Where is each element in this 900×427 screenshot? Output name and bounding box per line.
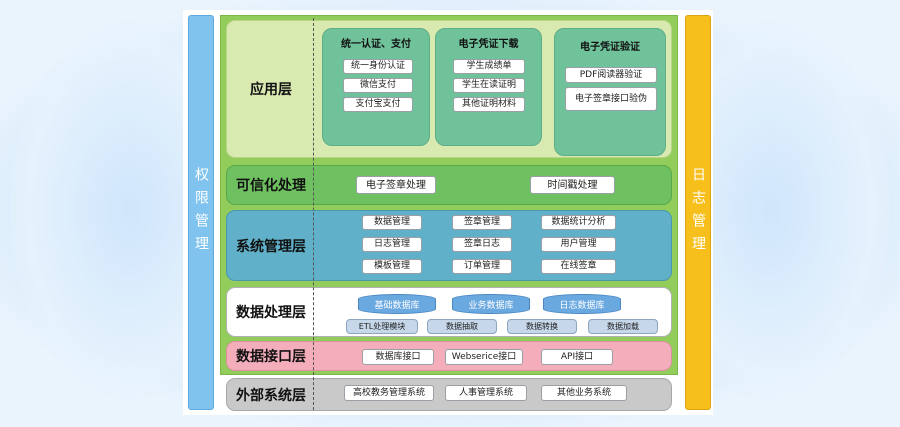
op-data-extraction: 数据抽取 [427,319,497,334]
panel-title: 统一认证、支付 [341,39,411,50]
data-interface-layer-label: 数据接口层 [236,349,306,365]
database-log: 日志数据库 [543,294,621,314]
panel-title: 电子凭证验证 [580,42,640,53]
panel-title: 电子凭证下载 [458,39,519,50]
box-alipay: 支付宝支付 [343,97,413,112]
box-api-interface: API接口 [541,349,613,365]
box-e-signature-processing: 电子签章处理 [356,176,436,194]
box-unified-identity-auth: 统一身份认证 [343,59,413,74]
database-business: 业务数据库 [452,294,530,314]
permission-management-bar: 权限管理 [188,15,214,410]
box-webservice-interface: Webserice接口 [445,349,523,365]
log-management-bar: 日志管理 [685,15,711,410]
data-processing-layer-label: 数据处理层 [236,305,306,321]
panel-e-certificate-download: 电子凭证下载 学生成绩单 学生在读证明 其他证明材料 [435,28,542,146]
box-other-certificates: 其他证明材料 [453,97,525,112]
box-signature-management: 签章管理 [452,215,512,230]
box-user-management: 用户管理 [541,237,616,252]
box-signature-log: 签章日志 [452,237,512,252]
op-data-transformation: 数据转换 [507,319,577,334]
box-other-business-systems: 其他业务系统 [541,385,627,401]
trust-processing-layer-label: 可信化处理 [236,178,306,194]
op-etl-module: ETL处理模块 [346,319,418,334]
box-data-management: 数据管理 [362,215,422,230]
box-hr-management-system: 人事管理系统 [445,385,527,401]
permission-management-label: 权限管理 [193,166,209,259]
application-layer-label: 应用层 [250,82,292,98]
box-enrollment-certificate: 学生在读证明 [453,78,525,93]
box-log-management: 日志管理 [362,237,422,252]
log-management-label: 日志管理 [690,166,706,259]
panel-e-certificate-verification: 电子凭证验证 PDF阅读器验证 电子签章接口验伪 [554,28,666,156]
box-database-interface: 数据库接口 [362,349,434,365]
panel-auth-payment: 统一认证、支付 统一身份认证 微信支付 支付宝支付 [322,28,430,146]
box-data-statistics: 数据统计分析 [541,215,616,230]
box-student-transcript: 学生成绩单 [453,59,525,74]
dashed-divider [313,18,314,410]
box-university-academic-system: 高校教务管理系统 [344,385,434,401]
op-data-loading: 数据加载 [588,319,658,334]
box-timestamp-processing: 时间戳处理 [530,176,615,194]
box-pdf-reader-verification: PDF阅读器验证 [565,67,657,83]
system-management-layer-label: 系统管理层 [236,238,306,255]
external-systems-layer-label: 外部系统层 [236,387,306,404]
box-e-signature-interface-check: 电子签章接口验伪 [565,87,657,111]
box-template-management: 模板管理 [362,259,422,274]
box-online-signature: 在线签章 [541,259,616,274]
box-order-management: 订单管理 [452,259,512,274]
database-basic: 基础数据库 [358,294,436,314]
box-wechat-pay: 微信支付 [343,78,413,93]
